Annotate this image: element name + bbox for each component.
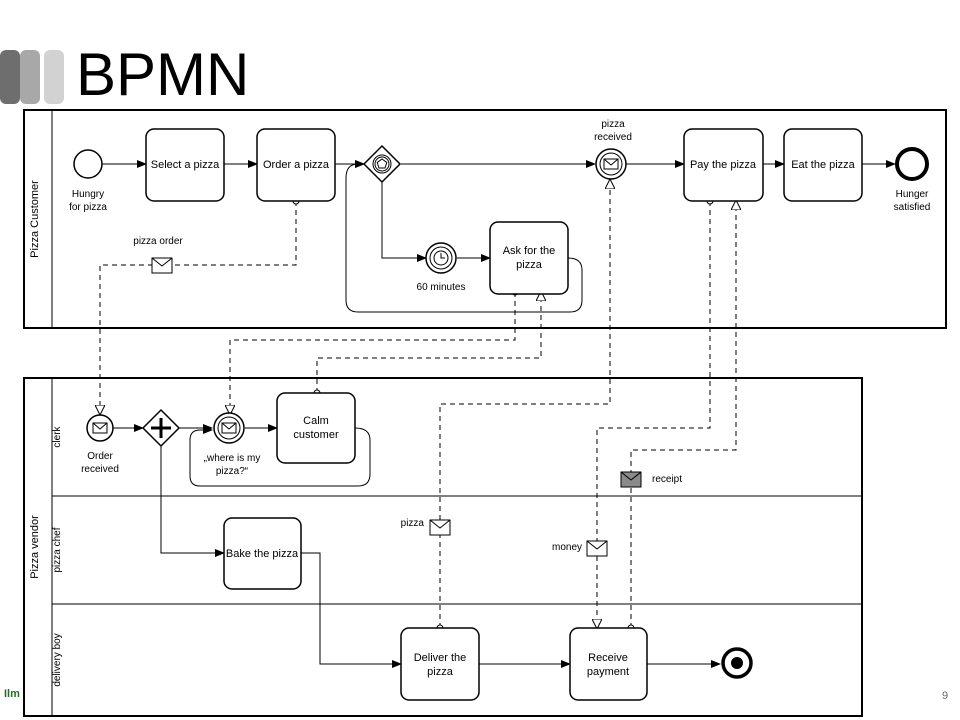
svg-text:Calm: Calm (303, 415, 329, 427)
task-receive-payment: Receive payment (569, 627, 648, 701)
task-deliver-pizza: Deliver the pizza (400, 627, 480, 701)
svg-text:Bake the pizza: Bake the pizza (226, 548, 299, 560)
svg-text:received: received (81, 464, 119, 475)
message-pizza-order: pizza order (133, 236, 183, 274)
start-event-hungry: Hungry for pizza (69, 149, 107, 213)
svg-text:satisfied: satisfied (894, 202, 931, 213)
svg-text:received: received (594, 132, 632, 143)
task-bake-pizza: Bake the pizza (223, 517, 302, 590)
svg-text:60 minutes: 60 minutes (417, 282, 466, 293)
timer-event-60-minutes: 60 minutes (417, 242, 466, 293)
svg-text:receipt: receipt (652, 474, 682, 485)
message-money: money (552, 540, 608, 557)
decor-bar-1 (0, 50, 20, 104)
svg-text:Ask for the: Ask for the (503, 245, 556, 257)
lane-label-delivery-boy: delivery boy (52, 633, 63, 686)
footer-logo-text: Ilm (4, 688, 20, 700)
svg-text:Pay the pizza: Pay the pizza (690, 159, 757, 171)
svg-text:Receive: Receive (588, 652, 628, 664)
message-receipt: receipt (620, 471, 682, 488)
svg-text:Eat the pizza: Eat the pizza (791, 159, 855, 171)
pool-label-customer: Pizza Customer (29, 180, 41, 258)
svg-text:pizza: pizza (601, 119, 625, 130)
svg-text:pizza order: pizza order (133, 236, 183, 247)
svg-text:Select a pizza: Select a pizza (151, 159, 220, 171)
svg-text:„where is my: „where is my (204, 453, 261, 464)
pool-label-vendor: Pizza vendor (29, 515, 41, 579)
message-event-pizza-received: pizza received (594, 119, 632, 180)
svg-text:Hunger: Hunger (896, 189, 929, 200)
svg-text:Order a pizza: Order a pizza (263, 159, 330, 171)
slide-title: BPMN (76, 41, 250, 108)
task-ask-for-pizza: Ask for the pizza (489, 221, 569, 295)
svg-text:money: money (552, 542, 582, 553)
message-flows (100, 180, 736, 628)
svg-text:customer: customer (293, 429, 339, 441)
end-event-delivery (721, 647, 753, 679)
svg-text:Order: Order (87, 451, 113, 462)
svg-text:Deliver the: Deliver the (414, 652, 467, 664)
parallel-gateway (141, 408, 181, 448)
decor-bar-2 (20, 50, 40, 104)
task-pay-pizza: Pay the pizza (683, 128, 764, 202)
event-based-gateway (362, 144, 402, 184)
svg-text:pizza: pizza (516, 259, 543, 271)
footer-page-number: 9 (942, 690, 949, 702)
svg-text:pizza?“: pizza?“ (216, 466, 248, 477)
lane-label-clerk: clerk (52, 425, 63, 447)
task-eat-pizza: Eat the pizza (783, 128, 863, 202)
lane-label-pizza-chef: pizza chef (52, 527, 63, 572)
decor-bar-3 (44, 50, 64, 104)
svg-text:Hungry: Hungry (72, 189, 104, 200)
end-event-hunger-satisfied: Hunger satisfied (894, 147, 931, 213)
task-order-pizza: Order a pizza (256, 128, 336, 202)
svg-text:pizza: pizza (427, 666, 454, 678)
svg-text:for pizza: for pizza (69, 202, 107, 213)
message-pizza: pizza (401, 518, 451, 536)
task-select-pizza: Select a pizza (145, 128, 225, 202)
svg-text:pizza: pizza (401, 518, 425, 529)
message-start-event-order-received: Order received (81, 414, 119, 475)
task-calm-customer: Calm customer (276, 392, 356, 464)
message-event-where-is-my-pizza: „where is my pizza?“ (204, 412, 261, 477)
svg-text:payment: payment (587, 666, 629, 678)
